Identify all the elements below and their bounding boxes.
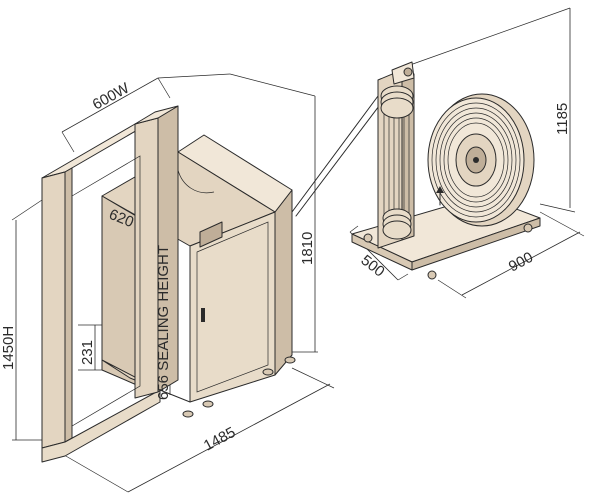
control-panel [199, 221, 223, 248]
label-overall-length: 1485 [201, 424, 238, 455]
arch-inner-frame [71, 155, 141, 427]
label-machine-height: 1810 [299, 232, 316, 265]
label-dispenser-length: 900 [506, 249, 536, 276]
label-sealing-height: 656 SEALING HEIGHT [155, 245, 172, 400]
strapping-machine [41, 105, 296, 463]
label-arch-width: 600W [90, 79, 133, 113]
strap-reel [427, 93, 535, 227]
dispenser-base-side [411, 217, 541, 271]
label-arch-height: 1450H [0, 326, 17, 370]
arch-right-post-top [134, 105, 179, 125]
dispenser-casters [363, 223, 533, 280]
label-table-height: 231 [79, 340, 96, 365]
column-pulley-top [403, 67, 413, 77]
door-handle [201, 308, 205, 322]
strap-dispenser [351, 61, 541, 280]
dimension-labels: 600W 1450H 620 231 656 SEALING HEIGHT 14… [0, 79, 571, 454]
tension-pulleys [380, 85, 414, 240]
strap-path [177, 169, 215, 194]
dimension-lines [11, 7, 585, 493]
cabinet-front [189, 211, 276, 403]
label-dispenser-height: 1185 [554, 103, 571, 135]
arch-bottom-beam [41, 389, 161, 463]
arch-left-post [41, 171, 66, 449]
strap-band [291, 95, 383, 217]
cabinet-side [274, 189, 293, 376]
cabinet-door [196, 221, 269, 393]
column-top [391, 61, 415, 85]
cabinet-feet [182, 356, 296, 418]
arch-left-post-inner [64, 167, 73, 443]
